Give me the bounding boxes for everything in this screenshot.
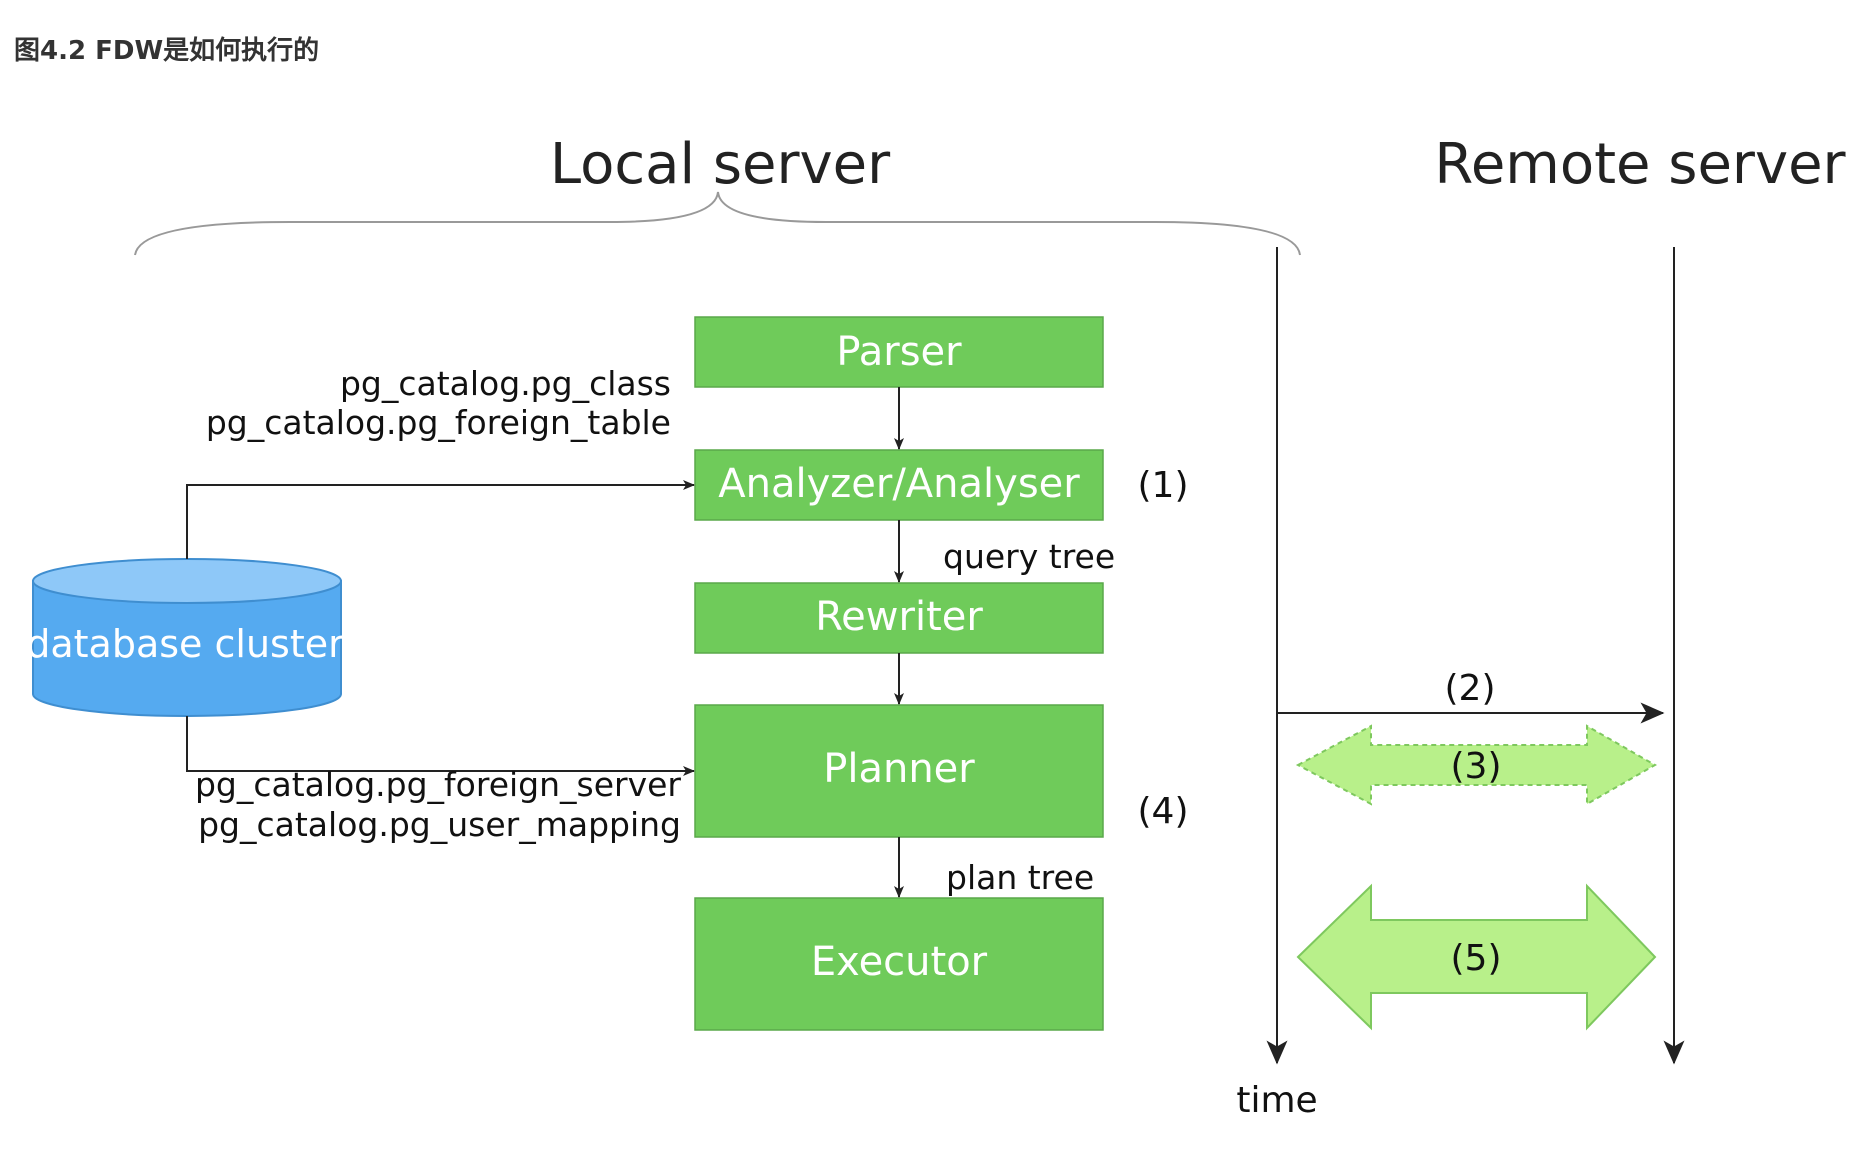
rewriter-label: Rewriter [815,594,983,640]
arrow-cluster-to-analyzer [186,480,695,559]
database-cluster-label: database cluster [26,622,344,666]
catalog-pg-foreign-server: pg_catalog.pg_foreign_server [195,765,681,804]
analyzer-label: Analyzer/Analyser [718,461,1080,507]
parser-label: Parser [836,329,962,375]
step-5-label: (5) [1451,938,1502,979]
catalog-pg-user-mapping: pg_catalog.pg_user_mapping [198,805,681,844]
executor-box: Executor [694,897,1104,1031]
catalog-pg-foreign-table: pg_catalog.pg_foreign_table [206,403,671,442]
exchange-arrow-dashed [1295,724,1658,806]
query-tree-label: query tree [943,537,1115,576]
planner-label: Planner [823,746,975,792]
parser-box: Parser [694,316,1104,388]
step-1-label: (1) [1138,465,1189,506]
arrow-cluster-to-planner [186,716,695,776]
executor-label: Executor [811,939,988,985]
planner-box: Planner [694,704,1104,838]
rewriter-box: Rewriter [694,582,1104,654]
catalog-pg-class: pg_catalog.pg_class [340,364,671,403]
exchange-arrow-solid [1296,883,1657,1031]
analyzer-box: Analyzer/Analyser [694,449,1104,521]
step-3-label: (3) [1451,746,1502,787]
remote-server-heading: Remote server [1434,132,1846,197]
time-label: time [1236,1080,1317,1121]
figure-caption: 图4.2 FDW是如何执行的 [14,36,320,66]
local-server-heading: Local server [550,132,891,197]
step-2-label: (2) [1445,668,1496,709]
local-server-brace [134,191,1301,256]
plan-tree-label: plan tree [946,858,1094,897]
step-4-label: (4) [1138,791,1189,832]
database-cluster-cylinder: database cluster [26,558,344,717]
